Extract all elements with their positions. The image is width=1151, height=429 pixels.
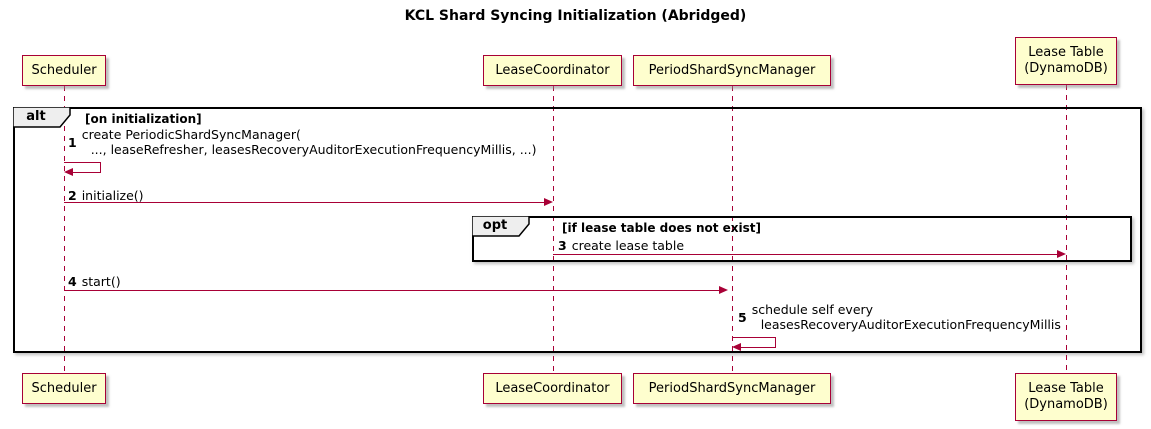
- opt-frame-label-text: opt: [482, 218, 508, 233]
- participant-scheduler-top: Scheduler: [22, 55, 106, 86]
- participant-label: Lease Table: [1028, 45, 1104, 60]
- message-2-arrowhead-icon: [544, 198, 553, 206]
- participant-label-line2: (DynamoDB): [1024, 397, 1108, 412]
- message-4-label: 4 start(): [68, 274, 121, 289]
- message-4-arrowhead-icon: [719, 286, 728, 294]
- message-number: 4: [68, 274, 77, 289]
- opt-frame: opt [if lease table does not exist]: [472, 216, 1132, 262]
- message-2-label: 2 initialize(): [68, 188, 144, 203]
- message-number: 2: [68, 188, 77, 203]
- message-number: 1: [68, 134, 77, 150]
- message-1-label: 1 create PeriodicShardSyncManager( ..., …: [68, 127, 537, 157]
- message-text: initialize(): [81, 188, 144, 203]
- message-5-arrowhead-icon: [732, 343, 741, 351]
- lifeline-scheduler: [64, 86, 65, 373]
- diagram-title: KCL Shard Syncing Initialization (Abridg…: [404, 8, 747, 24]
- message-1-arrowhead-icon: [64, 168, 73, 176]
- message-5-label: 5 schedule self every leasesRecoveryAudi…: [738, 302, 1061, 332]
- participant-label: PeriodShardSyncManager: [648, 62, 816, 78]
- participant-label-line2: (DynamoDB): [1024, 61, 1108, 76]
- participant-label: Scheduler: [31, 62, 97, 78]
- participant-label: PeriodShardSyncManager: [648, 380, 816, 396]
- message-3-line: [553, 254, 1057, 255]
- participant-scheduler-bottom: Scheduler: [22, 373, 106, 404]
- message-5-self-line-right: [775, 337, 776, 348]
- message-1-self-line-right: [100, 162, 101, 173]
- participant-period-shard-sync-manager-bottom: PeriodShardSyncManager: [633, 373, 831, 404]
- message-1-self-line-bottom: [73, 172, 101, 173]
- participant-label: LeaseCoordinator: [495, 380, 610, 396]
- participant-lease-coordinator-bottom: LeaseCoordinator: [483, 373, 622, 404]
- opt-frame-condition: [if lease table does not exist]: [562, 221, 762, 235]
- participant-label: LeaseCoordinator: [495, 62, 610, 78]
- opt-frame-label: opt: [472, 216, 531, 237]
- message-3-label: 3 create lease table: [558, 238, 684, 253]
- message-text: start(): [81, 274, 121, 289]
- message-text: create PeriodicShardSyncManager( ..., le…: [81, 127, 537, 157]
- alt-frame-label-text: alt: [26, 109, 46, 124]
- message-number: 5: [738, 309, 747, 325]
- participant-period-shard-sync-manager-top: PeriodShardSyncManager: [633, 55, 831, 86]
- message-1-self-line-top: [64, 162, 101, 163]
- participant-label: Scheduler: [31, 380, 97, 396]
- message-4-line: [64, 290, 719, 291]
- participant-lease-table-top: Lease Table (DynamoDB): [1015, 37, 1117, 85]
- participant-lease-table-bottom: Lease Table (DynamoDB): [1015, 373, 1117, 421]
- message-3-arrowhead-icon: [1057, 250, 1066, 258]
- lifeline-lease-table: [1066, 85, 1067, 373]
- message-number: 3: [558, 238, 567, 253]
- lifeline-period-shard-sync-manager: [732, 86, 733, 373]
- participant-lease-coordinator-top: LeaseCoordinator: [483, 55, 622, 86]
- participant-label: Lease Table: [1028, 381, 1104, 396]
- frame-pentagon-icon: [472, 216, 530, 237]
- frame-pentagon-icon: [13, 107, 71, 128]
- message-5-self-line-top: [732, 337, 775, 338]
- message-text: create lease table: [571, 238, 685, 253]
- lifeline-lease-coordinator: [553, 86, 554, 373]
- message-5-self-line-bottom: [741, 347, 776, 348]
- message-text: schedule self every leasesRecoveryAudito…: [751, 302, 1061, 332]
- alt-frame-condition: [on initialization]: [85, 112, 202, 126]
- alt-frame-label: alt: [13, 107, 72, 128]
- alt-frame: alt [on initialization]: [13, 107, 1142, 353]
- message-2-line: [64, 202, 545, 203]
